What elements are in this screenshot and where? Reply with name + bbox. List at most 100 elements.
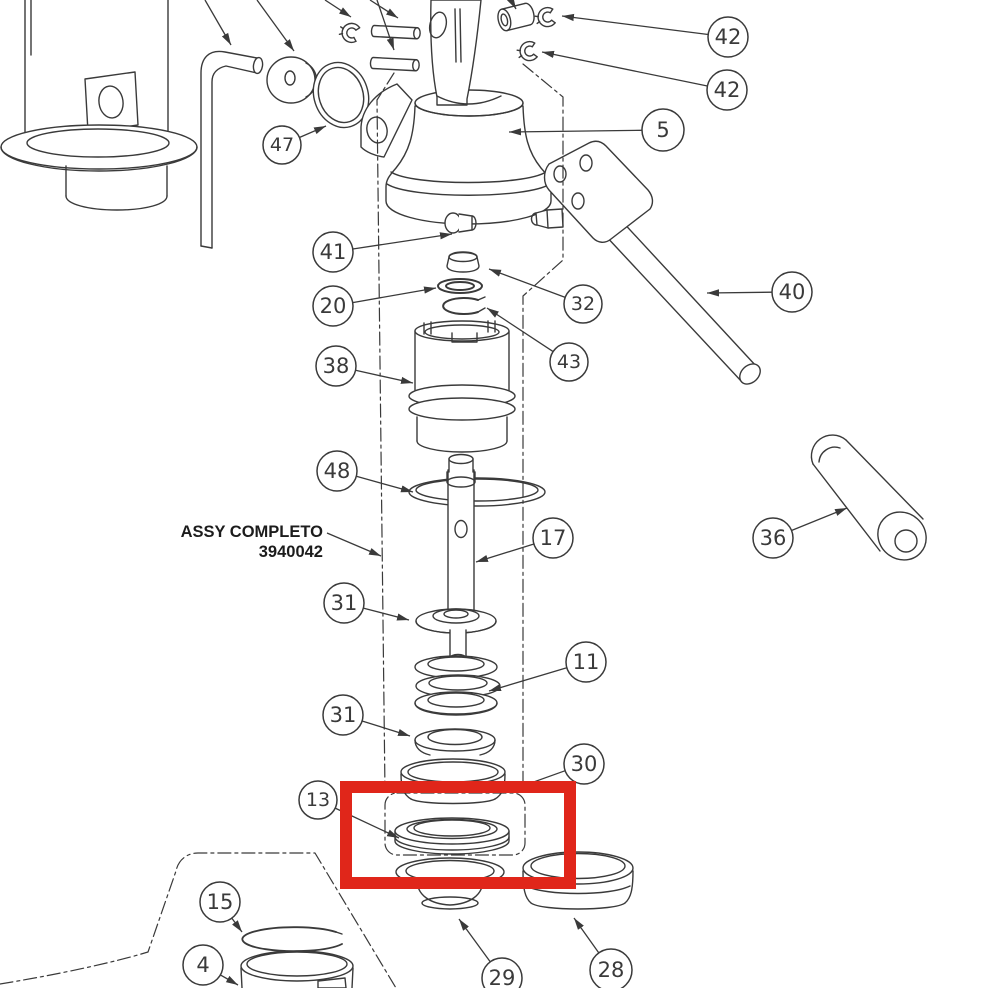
callout-28: 28 <box>573 917 633 988</box>
callout-40: 40 <box>706 271 813 313</box>
leader-line <box>256 0 295 52</box>
callout-circle <box>315 345 357 387</box>
part-seal-31-lower <box>414 728 496 756</box>
leader-line <box>369 0 399 19</box>
part-cap-32 <box>446 251 480 273</box>
callout-number: 40 <box>779 280 806 304</box>
part-eclip-icon <box>533 5 557 30</box>
callout-circle <box>262 125 302 165</box>
callout-leader <box>363 607 410 621</box>
callout-42: 42 <box>541 50 748 111</box>
leader-line <box>324 0 352 18</box>
callout-30: 30 <box>502 743 605 794</box>
callout-31: 31 <box>323 582 410 624</box>
callout-leader <box>352 286 437 304</box>
part-basket-4 <box>240 950 354 988</box>
callout-circle <box>563 743 605 785</box>
callout-number: 36 <box>760 526 787 550</box>
callout-leader <box>356 475 414 493</box>
callout-31: 31 <box>322 694 411 737</box>
callout-circle <box>563 284 603 324</box>
callout-42: 42 <box>561 13 749 58</box>
callout-number: 13 <box>306 789 330 811</box>
callout-number: 20 <box>320 294 347 318</box>
callout-48: 48 <box>316 450 414 493</box>
callout-47: 47 <box>262 125 327 165</box>
callout-leader <box>355 369 414 384</box>
callout-circle <box>641 108 685 152</box>
part-ring-20 <box>437 278 483 294</box>
part-pin <box>370 24 422 40</box>
callout-circle <box>199 881 241 923</box>
assembly-leader-line <box>326 532 382 557</box>
assembly-label-line2: 3940042 <box>259 543 323 561</box>
callout-number: 29 <box>489 966 516 988</box>
callout-circle <box>323 582 365 624</box>
callout-circle <box>589 948 633 988</box>
part-knob <box>266 56 318 104</box>
callout-circle <box>565 641 607 683</box>
callout-41: 41 <box>312 231 453 273</box>
highlight-layer <box>340 781 576 889</box>
part-disc-48 <box>408 477 546 507</box>
callout-circle <box>707 16 749 58</box>
callout-circle <box>752 517 794 559</box>
callout-number: 17 <box>540 526 567 550</box>
leader-line <box>204 0 232 46</box>
callout-leader <box>573 917 600 954</box>
callout-15: 15 <box>199 881 243 933</box>
callout-circle <box>312 231 354 273</box>
highlight-box <box>340 781 576 889</box>
callout-circle <box>298 780 338 820</box>
callout-leader <box>508 128 643 136</box>
callout-leader <box>475 543 535 563</box>
callout-circle <box>182 944 224 986</box>
callout-number: 48 <box>324 459 351 483</box>
callout-number: 38 <box>323 354 350 378</box>
part-eclip-icon <box>336 19 361 45</box>
callout-number: 42 <box>714 78 741 102</box>
callout-17: 17 <box>475 517 574 563</box>
callout-leader <box>220 974 239 986</box>
part-boiler <box>0 0 198 211</box>
callout-layer: 4741203848313113154542423243403617113029… <box>182 0 848 988</box>
callout-leader <box>352 232 453 250</box>
part-rod-17 <box>408 453 546 615</box>
callout-leader <box>488 667 567 692</box>
part-lever-rod-40 <box>543 140 761 385</box>
callout-circle <box>481 957 523 988</box>
part-snap-ring-43 <box>442 296 486 315</box>
part-handle-36 <box>810 434 927 561</box>
part-clip-15 <box>241 926 343 953</box>
callout-number: 15 <box>207 890 234 914</box>
callout-number: 28 <box>598 958 625 982</box>
part-pin-41 <box>444 212 477 234</box>
callout-43: 43 <box>486 307 589 382</box>
callout-36: 36 <box>752 507 848 559</box>
leader-line <box>507 0 517 10</box>
callout-number: 41 <box>320 240 347 264</box>
part-bolt <box>530 208 564 229</box>
leader-line <box>376 0 395 51</box>
callout-leader <box>706 289 773 297</box>
callout-leader <box>488 268 566 299</box>
part-pipe <box>200 50 264 249</box>
part-eclip-icon <box>515 39 539 64</box>
callout-circle <box>532 517 574 559</box>
part-oring-47 <box>312 61 370 129</box>
callout-circle <box>316 450 358 492</box>
callout-number: 11 <box>573 650 600 674</box>
callout-circle <box>771 271 813 313</box>
part-gasket-13 <box>394 817 510 855</box>
part-seal-stack-11 <box>414 655 501 716</box>
callout-number: 4 <box>196 953 209 977</box>
callout-number: 43 <box>557 351 581 373</box>
callout-leader <box>458 918 491 963</box>
assembly-label: ASSY COMPLETO 3940042 <box>181 523 324 561</box>
part-bushing <box>497 2 535 32</box>
callout-leader <box>486 307 554 353</box>
assembly-label-line1: ASSY COMPLETO <box>181 523 324 541</box>
part-washer-31-upper <box>415 608 497 634</box>
callout-number: 31 <box>331 591 358 615</box>
